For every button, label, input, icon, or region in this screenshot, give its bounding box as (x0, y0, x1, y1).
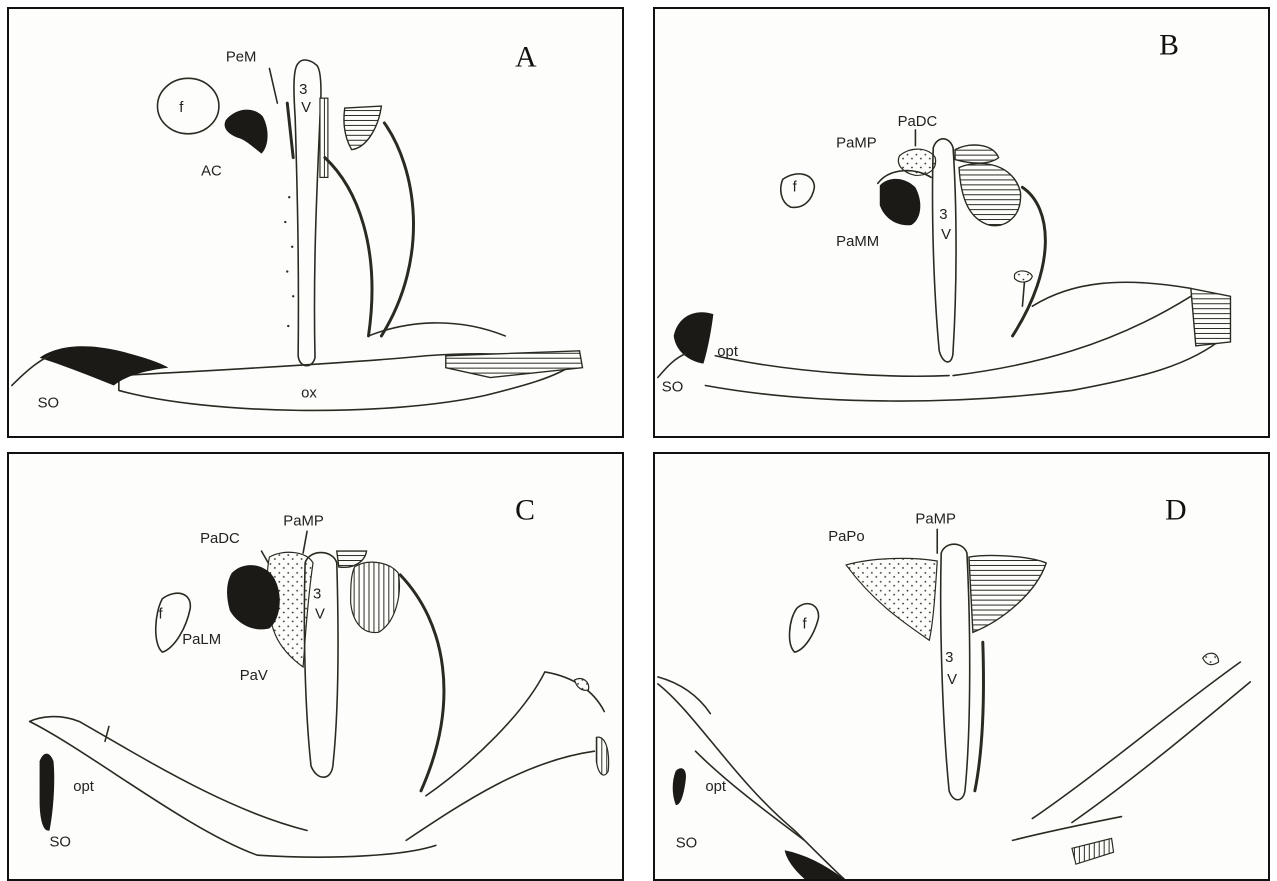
so-contour (658, 354, 686, 378)
fornix-outline (157, 78, 218, 133)
opt-left-inner (696, 751, 805, 840)
panel-d: D f PaPo PaMP 3 V opt SO (653, 452, 1270, 881)
opt-label: opt (705, 779, 727, 795)
so-contour (12, 356, 50, 386)
third-ventricle-label-3: 3 (939, 207, 947, 223)
optic-tract-hatch (1191, 288, 1231, 345)
opt-right-inner (406, 751, 594, 840)
opt-label: opt (73, 779, 95, 795)
panel-a: A f PeM AC 3 V ox SO (7, 7, 624, 438)
papo-region (846, 558, 937, 640)
so-nucleus (40, 346, 169, 385)
opt-label: opt (717, 344, 739, 360)
panel-b-letter: B (1159, 30, 1179, 62)
third-ventricle-label-v: V (301, 100, 311, 116)
pem-label: PeM (226, 50, 257, 66)
optic-tract-hatch (1072, 838, 1114, 864)
optic-tract-hatch (446, 351, 583, 378)
small-dotted-nucleus (1203, 653, 1219, 664)
pamp-label: PaMP (283, 513, 324, 529)
panel-b: B f PaDC PaMP PaMM 3 V opt SO (653, 7, 1270, 438)
chiasm-lower (705, 336, 1225, 401)
lateral-arc (975, 642, 984, 791)
opt-right-base (1013, 817, 1122, 841)
pamp-pointer (303, 531, 307, 553)
small-dotted-nucleus (1015, 271, 1033, 282)
so-label: SO (676, 835, 697, 851)
panel-a-letter: A (515, 41, 537, 73)
hatched-nucleus-lower (351, 562, 400, 632)
third-ventricle-label-v: V (947, 672, 957, 688)
tract-right (953, 296, 1191, 375)
hatched-nucleus (969, 555, 1046, 632)
opt-left-top (658, 677, 711, 714)
panel-c: C f PaDC PaMP PaLM PaV 3 V opt SO (7, 452, 624, 881)
so-label: SO (662, 379, 683, 395)
padc-label: PaDC (200, 531, 240, 547)
panel-c-letter: C (515, 494, 535, 526)
opt-right-outer (426, 672, 604, 796)
lateral-arc (400, 575, 444, 791)
ac-label: AC (201, 163, 222, 179)
ac-nucleus (225, 110, 268, 154)
so-label: SO (50, 834, 71, 850)
pem-pointer (269, 68, 277, 103)
palm-label: PaLM (182, 632, 221, 648)
optic-tract-hatch (596, 737, 608, 775)
panel-d-letter: D (1165, 494, 1186, 526)
third-ventricle-label-3: 3 (299, 82, 307, 98)
pamp-label: PaMP (836, 136, 877, 152)
third-ventricle-label-3: 3 (313, 587, 321, 603)
so-nucleus (673, 768, 686, 805)
dot-scatter (284, 196, 294, 327)
so-nucleus (40, 754, 55, 831)
inner-arc (325, 158, 372, 336)
third-ventricle-label-v: V (941, 227, 951, 243)
fornix-label: f (179, 100, 184, 116)
pamm-label: PaMM (836, 234, 879, 250)
fornix-label: f (793, 179, 798, 195)
so-label: SO (38, 395, 59, 411)
third-ventricle-outline (933, 139, 957, 362)
small-dotted-nucleus (575, 679, 589, 691)
outer-arc (381, 123, 413, 336)
third-ventricle-label-3: 3 (945, 650, 953, 666)
panel-d-drawing: D f PaPo PaMP 3 V opt SO (655, 454, 1268, 879)
base-dark-region (785, 850, 844, 879)
panel-a-drawing: A f PeM AC 3 V ox SO (9, 9, 622, 436)
hatched-nucleus (344, 106, 381, 150)
panel-c-drawing: C f PaDC PaMP PaLM PaV 3 V opt SO (9, 454, 622, 879)
padc-label: PaDC (898, 114, 938, 130)
ox-label: ox (301, 385, 317, 401)
pamp-label: PaMP (915, 511, 956, 527)
pamm-nucleus (880, 179, 921, 225)
fornix-label: f (158, 606, 163, 622)
pav-label: PaV (240, 668, 268, 684)
hatched-nucleus-upper (955, 145, 999, 163)
third-ventricle-label-v: V (315, 606, 325, 622)
panel-b-drawing: B f PaDC PaMP PaMM 3 V opt SO (655, 9, 1268, 436)
opt-left-inner (30, 717, 307, 831)
opt-right-outer (1032, 662, 1240, 819)
fornix-outline (781, 174, 815, 207)
tract-upper (1032, 282, 1191, 306)
papo-label: PaPo (828, 529, 864, 545)
periventricular-hatch (320, 98, 328, 177)
fornix-label: f (802, 616, 807, 632)
opt-right-inner (1072, 682, 1250, 823)
hatched-nucleus-lower (959, 163, 1021, 225)
small-nucleus-stem (1022, 282, 1024, 306)
chiasm-upper-left (715, 356, 949, 376)
pem-nucleus-mark (287, 103, 293, 157)
